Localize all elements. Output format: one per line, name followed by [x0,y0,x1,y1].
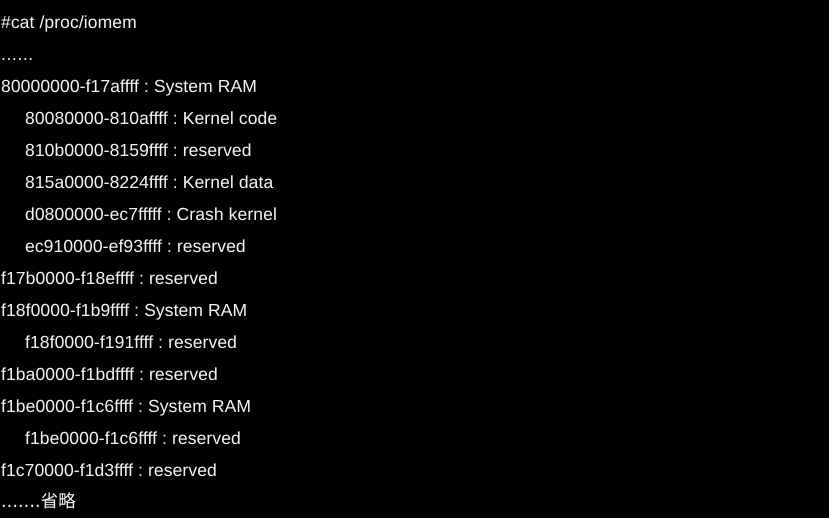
terminal-output-line: .......省略 [1,492,76,512]
terminal-output-line: 810b0000-8159ffff : reserved [25,140,252,160]
terminal-output-line: d0800000-ec7fffff : Crash kernel [25,204,277,224]
terminal-output-line: f1be0000-f1c6ffff : reserved [25,428,241,448]
terminal-output-line: f17b0000-f18effff : reserved [1,268,218,288]
terminal-output-line: 815a0000-8224ffff : Kernel data [25,172,274,192]
terminal-output-line: f1be0000-f1c6ffff : System RAM [1,396,252,416]
terminal-output-line: f18f0000-f1b9ffff : System RAM [1,300,248,320]
terminal-output-line: ...... [1,44,34,64]
terminal-output-line: 80000000-f17affff : System RAM [1,76,257,96]
terminal-command-line: #cat /proc/iomem [1,12,137,32]
terminal-output-line: f1ba0000-f1bdffff : reserved [1,364,218,384]
terminal-output-line: 80080000-810affff : Kernel code [25,108,278,128]
terminal-output-line: f1c70000-f1d3ffff : reserved [1,460,217,480]
terminal-output-line: f18f0000-f191ffff : reserved [25,332,237,352]
terminal-output-line: ec910000-ef93ffff : reserved [25,236,246,256]
